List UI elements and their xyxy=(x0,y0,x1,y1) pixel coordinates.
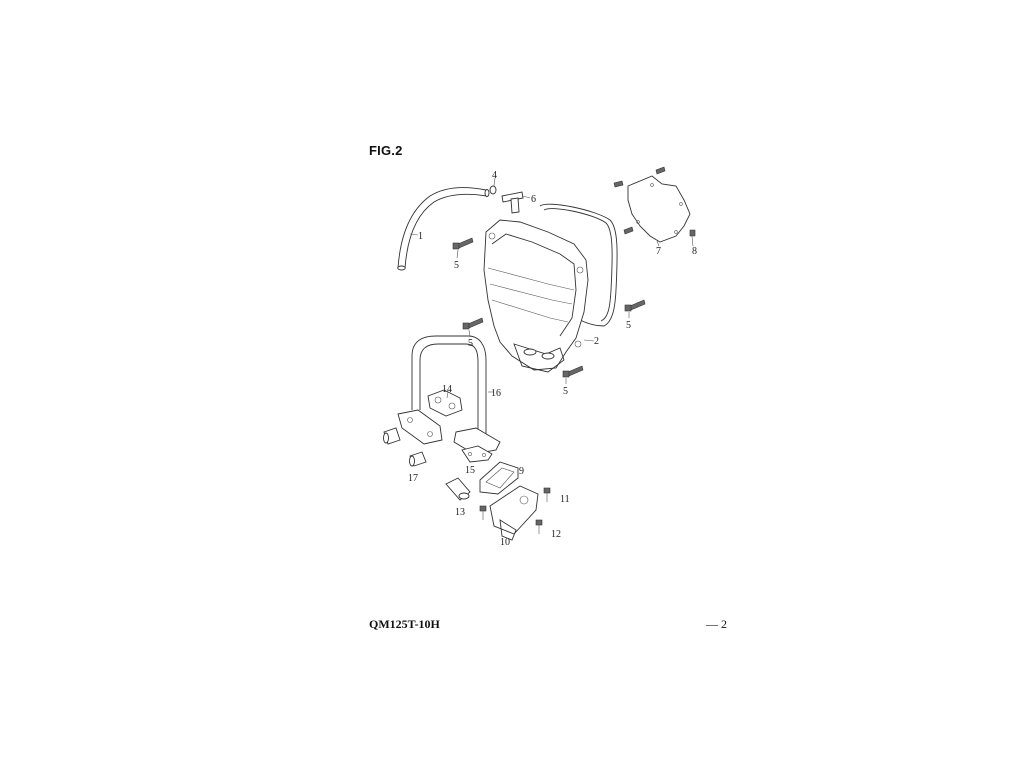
cylinder-head-cover xyxy=(483,219,595,373)
callout-6: 6 xyxy=(531,194,536,205)
callout-2: 2 xyxy=(594,336,599,347)
figure-title: FIG.2 xyxy=(369,143,403,158)
cover-plate xyxy=(627,175,691,247)
flange-gasket xyxy=(461,445,493,463)
callout-1: 1 xyxy=(418,231,423,242)
air-pipe xyxy=(411,335,494,436)
callout-9: 9 xyxy=(519,466,524,477)
callout-16: 16 xyxy=(491,388,501,399)
hose-clamp xyxy=(489,177,497,195)
model-number: QM125T-10H xyxy=(369,617,440,631)
callout-12: 12 xyxy=(551,529,561,540)
callout-13: 13 xyxy=(455,507,465,518)
callout-7: 7 xyxy=(656,246,661,257)
reed-gasket xyxy=(479,461,519,495)
callout-8: 8 xyxy=(692,246,697,257)
breather-hose xyxy=(397,187,490,271)
reed-valve-cover xyxy=(489,485,539,541)
callout-10: 10 xyxy=(500,537,510,548)
pipe-flanges xyxy=(397,409,501,455)
callout-14: 14 xyxy=(442,384,452,395)
valve-cover-bolts xyxy=(479,487,551,534)
cover-bolts xyxy=(452,237,646,384)
callout-5-bottom: 5 xyxy=(563,386,568,397)
callout-4: 4 xyxy=(492,170,497,181)
callout-15: 15 xyxy=(465,465,475,476)
callout-5-top: 5 xyxy=(454,260,459,271)
page-number: — 2 xyxy=(706,617,727,631)
callout-17: 17 xyxy=(408,473,418,484)
pipe-gasket xyxy=(427,389,463,417)
callout-11: 11 xyxy=(560,494,570,505)
elbow-fitting xyxy=(445,477,471,501)
head-cover-gasket xyxy=(539,203,618,327)
callout-5-left: 5 xyxy=(468,338,473,349)
end-caps xyxy=(383,427,427,467)
callout-5-right: 5 xyxy=(626,320,631,331)
t-joint-fitting xyxy=(501,191,531,214)
plate-bolts xyxy=(613,166,696,247)
